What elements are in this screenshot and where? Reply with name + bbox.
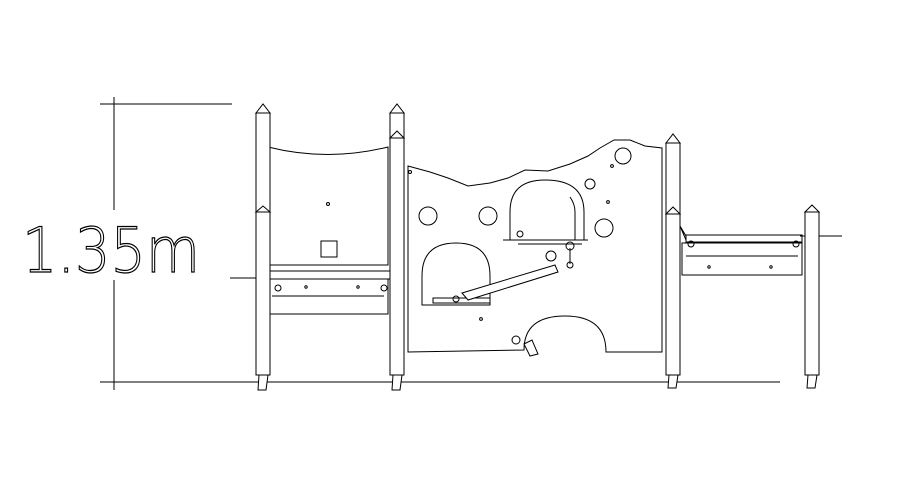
slider-track	[432, 297, 491, 304]
right-platform	[679, 204, 842, 389]
height-dimension: 1.35m	[21, 97, 780, 390]
post	[665, 142, 681, 376]
platform-deck	[685, 234, 803, 243]
left-tower	[230, 103, 406, 391]
central-wall-panel	[407, 133, 682, 389]
lever-arm	[461, 264, 559, 301]
bracket	[320, 240, 338, 258]
platform-deck	[262, 270, 398, 280]
platform-skirt	[681, 242, 803, 276]
post	[804, 211, 820, 376]
height-label: 1.35m	[22, 214, 200, 287]
post	[389, 112, 405, 376]
post	[255, 112, 271, 376]
upper-window	[509, 179, 585, 241]
